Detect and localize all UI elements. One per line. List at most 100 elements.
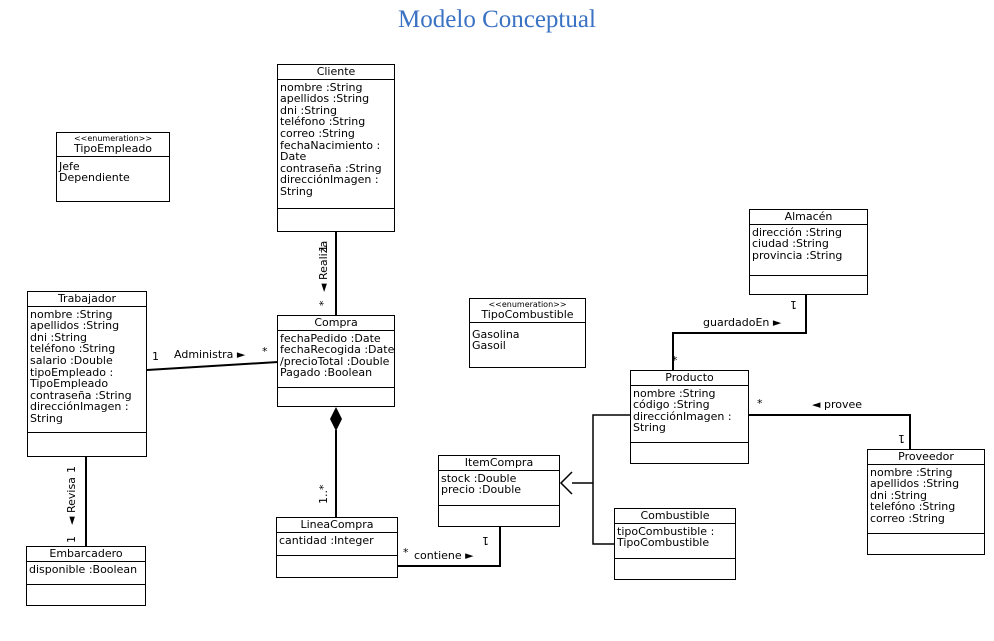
class-attributes: dirección :String ciudad :String provinc… <box>750 225 867 276</box>
generalization-line <box>592 414 630 545</box>
attribute: Date <box>280 150 307 164</box>
guardado-en-label: guardadoEn ► <box>703 316 782 329</box>
attribute: dirección :String <box>752 225 842 239</box>
attribute: fechaNacimiento : <box>280 138 381 152</box>
attribute: dni :String <box>870 488 928 502</box>
administra-mult-trabajador: 1 <box>152 350 159 363</box>
administra-label: Administra ► <box>174 348 246 361</box>
attribute: nombre :String <box>633 386 716 400</box>
enum-tipo-combustible[interactable]: <<enumeration>> TipoCombustible Gasolina… <box>469 298 586 368</box>
realiza-mult-compra: * <box>317 300 330 307</box>
class-attributes: fechaPedido :Date fechaRecogida :Date /p… <box>278 331 394 388</box>
enum-literal: Jefe <box>59 159 80 173</box>
provee-label: ◄ provee <box>812 398 862 411</box>
class-name: Proveedor <box>868 450 984 465</box>
class-almacen[interactable]: Almacén dirección :String ciudad :String… <box>749 209 868 295</box>
class-name: Cliente <box>278 65 394 80</box>
attribute: correo :String <box>280 126 355 140</box>
attribute: String <box>30 411 63 425</box>
attribute: contraseña :String <box>30 388 132 402</box>
class-name: Embarcadero <box>27 547 145 562</box>
class-name: TipoEmpleado <box>73 142 153 155</box>
attribute: direcciónImagen : <box>30 400 129 414</box>
guardado-en-mult-producto: * <box>672 354 678 367</box>
attribute: salario :Double <box>30 353 113 367</box>
attribute: nombre :String <box>870 465 953 479</box>
enum-header: <<enumeration>> TipoCombustible <box>470 299 585 323</box>
realiza-mult-cliente: 1 <box>317 245 330 252</box>
provee-line <box>748 414 911 449</box>
enum-header: <<enumeration>> TipoEmpleado <box>57 133 169 157</box>
attribute: teléfono :String <box>280 115 366 129</box>
attribute: contraseña :String <box>280 161 382 175</box>
class-name: Almacén <box>750 210 867 225</box>
guardado-en-mult-almacen: 1 <box>790 298 797 311</box>
attribute: precio :Double <box>441 483 522 497</box>
enum-literal: Gasolina <box>472 327 520 341</box>
attribute: correo :String <box>870 511 945 525</box>
attribute: dni :String <box>30 330 88 344</box>
attribute: tipoCombustible : <box>617 524 715 538</box>
attribute: telefóno :String <box>870 500 956 514</box>
attribute: String <box>280 184 313 198</box>
attribute: Pagado :Boolean <box>280 366 373 380</box>
revisa-mult-embarcadero: 1 <box>65 536 78 543</box>
revisa-mult-trabajador: 1 <box>65 466 78 473</box>
attribute: código :String <box>633 398 710 412</box>
attribute: disponible :Boolean <box>29 562 138 576</box>
provee-mult-proveedor: 1 <box>898 432 905 445</box>
administra-line <box>146 361 279 371</box>
class-attributes: nombre :String apellidos :String dni :St… <box>868 465 984 534</box>
class-attributes: stock :Double precio :Double <box>439 471 559 506</box>
attribute: fechaRecogida :Date <box>280 343 395 357</box>
attribute: /precioTotal :Double <box>280 354 390 368</box>
attribute: nombre :String <box>30 307 113 321</box>
attribute: dni :String <box>280 103 338 117</box>
contiene-label: contiene ► <box>414 549 474 562</box>
class-name: Trabajador <box>28 292 146 307</box>
class-embarcadero[interactable]: Embarcadero disponible :Boolean <box>26 546 146 606</box>
attribute: cantidad :Integer <box>279 533 374 547</box>
generalization-arrow <box>559 471 573 495</box>
guardado-en-line <box>672 295 807 370</box>
contiene-mult-linea: * <box>403 546 409 559</box>
contiene-line <box>398 527 501 567</box>
attribute: teléfono :String <box>30 342 116 356</box>
class-name: Producto <box>631 371 748 386</box>
contiene-mult-item: 1 <box>482 534 489 547</box>
class-trabajador[interactable]: Trabajador nombre :String apellidos :Str… <box>27 291 147 457</box>
class-proveedor[interactable]: Proveedor nombre :String apellidos :Stri… <box>867 449 985 555</box>
attribute: direcciónImagen : <box>280 173 379 187</box>
diagram-title: Modelo Conceptual <box>398 6 596 33</box>
class-name: Compra <box>278 316 394 331</box>
class-compra[interactable]: Compra fechaPedido :Date fechaRecogida :… <box>277 315 395 407</box>
attribute: tipoEmpleado : <box>30 365 114 379</box>
stereotype: <<enumeration>> <box>73 134 153 143</box>
stereotype: <<enumeration>> <box>488 300 567 309</box>
class-attributes: disponible :Boolean <box>27 562 145 585</box>
class-name: TipoCombustible <box>481 308 574 321</box>
class-attributes: nombre :String código :String direcciónI… <box>631 386 748 443</box>
class-combustible[interactable]: Combustible tipoCombustible : TipoCombus… <box>614 508 736 580</box>
administra-mult-compra: * <box>262 345 268 358</box>
enum-literal: Dependiente <box>59 171 130 185</box>
attribute: apellidos :String <box>870 477 960 491</box>
attribute: stock :Double <box>441 471 517 485</box>
composition-mult: 1..* <box>317 484 330 505</box>
class-producto[interactable]: Producto nombre :String código :String d… <box>630 370 749 464</box>
class-item-compra[interactable]: ItemCompra stock :Double precio :Double <box>438 455 560 527</box>
class-attributes: nombre :String apellidos :String dni :St… <box>28 307 146 433</box>
attribute: TipoEmpleado <box>30 377 109 391</box>
class-name: Combustible <box>615 509 735 524</box>
enum-tipo-empleado[interactable]: <<enumeration>> TipoEmpleado Jefe Depend… <box>56 132 170 202</box>
attribute: apellidos :String <box>280 92 370 106</box>
class-cliente[interactable]: Cliente nombre :String apellidos :String… <box>277 64 395 232</box>
provee-mult-producto: * <box>757 397 763 410</box>
class-attributes: tipoCombustible : TipoCombustible <box>615 524 735 559</box>
attribute: provincia :String <box>752 248 843 262</box>
class-linea-compra[interactable]: LineaCompra cantidad :Integer <box>276 517 398 578</box>
attribute: TipoCombustible <box>617 536 710 550</box>
revisa-label: ◄ Revisa <box>65 477 78 525</box>
attribute: String <box>633 421 666 435</box>
